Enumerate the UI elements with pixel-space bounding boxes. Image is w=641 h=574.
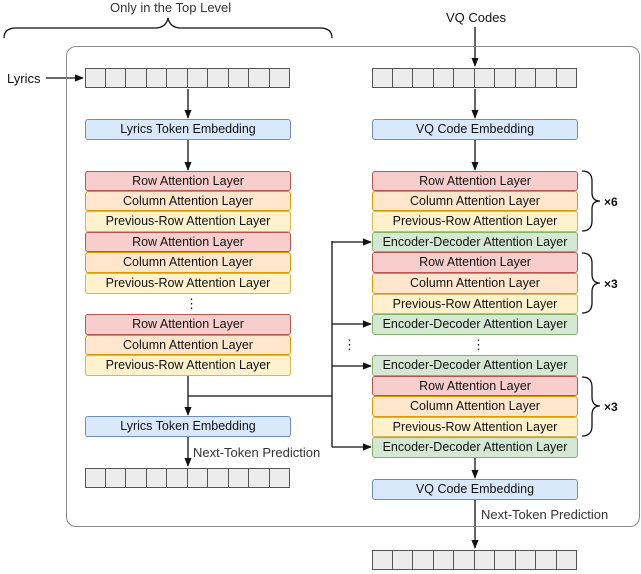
left-row-attention-layer: Row Attention Layer xyxy=(85,232,291,252)
right-column-attention-layer: Column Attention Layer xyxy=(372,191,578,211)
right-row-attention-layer: Row Attention Layer xyxy=(372,171,578,191)
left-layers-ellipsis: ⋮ xyxy=(185,296,198,311)
right-previous-row-attention-layer: Previous-Row Attention Layer xyxy=(372,294,578,314)
lyrics-token-embedding-out: Lyrics Token Embedding xyxy=(85,416,291,437)
encoder-decoder-attention-layer: Encoder-Decoder Attention Layer xyxy=(372,437,578,458)
right-previous-row-attention-layer: Previous-Row Attention Layer xyxy=(372,211,578,232)
vq-code-embedding-out: VQ Code Embedding xyxy=(372,479,578,500)
top-level-container xyxy=(66,46,640,527)
right-column-attention-layer: Column Attention Layer xyxy=(372,273,578,294)
left-column-attention-layer: Column Attention Layer xyxy=(85,191,291,211)
left-previous-row-attention-layer: Previous-Row Attention Layer xyxy=(85,355,291,376)
right-row-attention-layer: Row Attention Layer xyxy=(372,252,578,273)
left-row-attention-layer: Row Attention Layer xyxy=(85,314,291,335)
lyrics-next-token-prediction-label: Next-Token Prediction xyxy=(193,445,321,460)
vq-code-embedding-in: VQ Code Embedding xyxy=(372,119,578,140)
vq-code-output-tokens xyxy=(372,550,577,570)
lyrics-input-tokens xyxy=(85,68,290,88)
right-layers-ellipsis: ⋮ xyxy=(472,337,485,352)
multiplier-x6: ×6 xyxy=(604,195,618,209)
brace-x6 xyxy=(581,170,601,232)
right-column-attention-layer: Column Attention Layer xyxy=(372,396,578,417)
vq-codes-input-label: VQ Codes xyxy=(446,10,506,25)
right-row-attention-layer: Row Attention Layer xyxy=(372,376,578,396)
multiplier-x3-upper: ×3 xyxy=(604,277,618,291)
left-previous-row-attention-layer: Previous-Row Attention Layer xyxy=(85,273,291,294)
multiplier-x3-lower: ×3 xyxy=(604,400,618,414)
top-level-note: Only in the Top Level xyxy=(110,0,232,15)
top-level-brace xyxy=(3,17,333,39)
left-previous-row-attention-layer: Previous-Row Attention Layer xyxy=(85,211,291,232)
brace-x3-upper xyxy=(581,252,601,314)
encoder-decoder-attention-layer: Encoder-Decoder Attention Layer xyxy=(372,355,578,376)
brace-x3-lower xyxy=(581,376,601,437)
left-column-attention-layer: Column Attention Layer xyxy=(85,252,291,273)
vq-next-token-prediction-label: Next-Token Prediction xyxy=(481,507,609,522)
lyrics-output-tokens xyxy=(85,468,290,488)
left-row-attention-layer: Row Attention Layer xyxy=(85,171,291,191)
left-column-attention-layer: Column Attention Layer xyxy=(85,335,291,355)
lyrics-token-embedding-in: Lyrics Token Embedding xyxy=(85,119,291,140)
right-previous-row-attention-layer: Previous-Row Attention Layer xyxy=(372,417,578,437)
side-ellipsis: ⋮ xyxy=(343,337,356,352)
lyrics-input-label: Lyrics xyxy=(7,71,41,86)
vq-code-input-tokens xyxy=(372,68,577,88)
encoder-decoder-attention-layer: Encoder-Decoder Attention Layer xyxy=(372,314,578,335)
encoder-decoder-attention-layer: Encoder-Decoder Attention Layer xyxy=(372,232,578,252)
